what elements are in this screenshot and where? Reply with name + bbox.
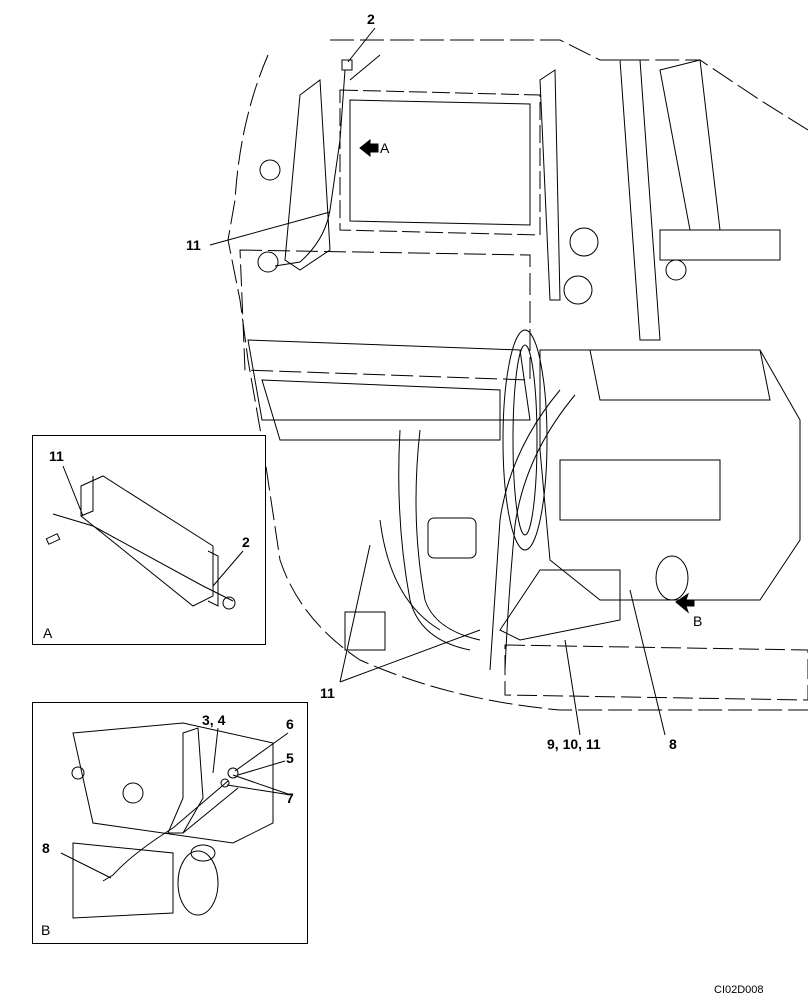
drawing-code: CI02D008	[714, 984, 764, 996]
inset-a-callout-2: 2	[242, 534, 250, 550]
engine-housing	[72, 722, 274, 844]
nut-icon	[220, 778, 230, 788]
bracket-bend	[207, 550, 219, 607]
inset-a-drawing	[45, 465, 244, 610]
solenoid-cable	[102, 827, 174, 882]
inset-a-view-letter: A	[43, 625, 53, 641]
inset-b-callout-7: 7	[286, 790, 294, 806]
leader-7b	[226, 784, 292, 796]
stop-solenoid	[655, 555, 689, 601]
nut-icon	[227, 767, 239, 779]
plate-cutout	[344, 611, 386, 651]
valve-cover	[589, 349, 771, 401]
leader-11-bottom-b	[339, 629, 481, 683]
lower-housing	[72, 842, 174, 919]
frame-hole	[259, 159, 281, 181]
view-b-arrow	[675, 592, 695, 614]
frame-hole	[563, 275, 593, 305]
lower-rail	[261, 379, 501, 441]
callout-8: 8	[669, 736, 677, 752]
hose-right	[489, 389, 561, 671]
inset-b-view-letter: B	[41, 922, 51, 938]
leader-11-bottom-a	[339, 544, 371, 683]
cable-11	[274, 69, 346, 267]
bolt-icon	[71, 766, 85, 780]
inset-a-callout-11: 11	[49, 448, 64, 464]
engine-block	[539, 349, 801, 601]
leader-2	[347, 27, 376, 63]
frame-hole	[569, 227, 599, 257]
crank-pulley-inner	[512, 344, 538, 536]
window-cutout	[427, 517, 477, 559]
hose-left	[398, 429, 471, 651]
leader-2	[212, 550, 244, 587]
frame-outline	[227, 54, 808, 711]
bolt-icon	[122, 782, 144, 804]
injection-pump	[559, 459, 721, 521]
pump-bracket	[499, 569, 621, 641]
inset-b-callout-6: 6	[286, 716, 294, 732]
inset-view-a: 11 2 A	[32, 435, 266, 645]
leader-5	[237, 760, 286, 776]
stop-solenoid-top	[190, 844, 216, 862]
view-a-marker: A	[380, 140, 390, 156]
side-rail-left	[284, 79, 331, 271]
frame-hole	[665, 259, 687, 281]
crank-pulley	[502, 329, 548, 551]
pin	[45, 533, 61, 545]
bracket-flange	[80, 476, 94, 517]
deck-plate-main	[239, 249, 531, 381]
callout-11-upper: 11	[186, 237, 201, 253]
side-rail-right	[539, 69, 561, 301]
leader-8	[60, 852, 112, 879]
view-a-arrow	[359, 138, 379, 158]
hose-left-3	[379, 519, 441, 631]
inset-b-callout-8: 8	[42, 840, 50, 856]
bracket-plate	[80, 475, 214, 607]
deck-plate-front	[247, 339, 531, 421]
leader-3-4	[212, 727, 219, 774]
leader-6	[234, 732, 289, 772]
nut-icon	[222, 596, 236, 610]
leader-11-top	[209, 211, 331, 246]
leader-9-10-11	[564, 639, 581, 736]
inset-b-callout-5: 5	[286, 750, 294, 766]
cross-member	[659, 229, 781, 261]
inset-view-b: 3, 4 6 5 7 8 B	[32, 702, 308, 944]
view-b-marker: B	[693, 613, 703, 629]
hose-right-2	[504, 394, 576, 671]
right-frame-member	[619, 59, 661, 341]
cable-clip	[52, 513, 234, 602]
upper-deck-plate-inner	[349, 99, 531, 226]
hose-left-2	[415, 429, 481, 641]
inset-b-callout-3-4: 3, 4	[202, 712, 226, 728]
frame-outline-2	[330, 39, 808, 131]
inset-b-drawing	[60, 722, 292, 919]
leader-2b	[349, 54, 381, 81]
stop-solenoid-body	[177, 850, 219, 916]
link-rod	[172, 780, 229, 829]
leader-8	[629, 589, 666, 736]
bolt-2-head	[341, 59, 353, 71]
callout-9-10-11: 9, 10, 11	[547, 736, 601, 752]
callout-11-lower: 11	[320, 685, 335, 701]
frame-hole	[257, 251, 279, 273]
right-frame-member-2	[659, 59, 721, 231]
link-rod-2	[182, 787, 239, 834]
lower-frame	[504, 644, 808, 701]
upper-deck-plate	[339, 89, 541, 236]
leader-7a	[232, 774, 292, 796]
leader-11	[62, 465, 84, 517]
callout-2: 2	[367, 11, 375, 27]
